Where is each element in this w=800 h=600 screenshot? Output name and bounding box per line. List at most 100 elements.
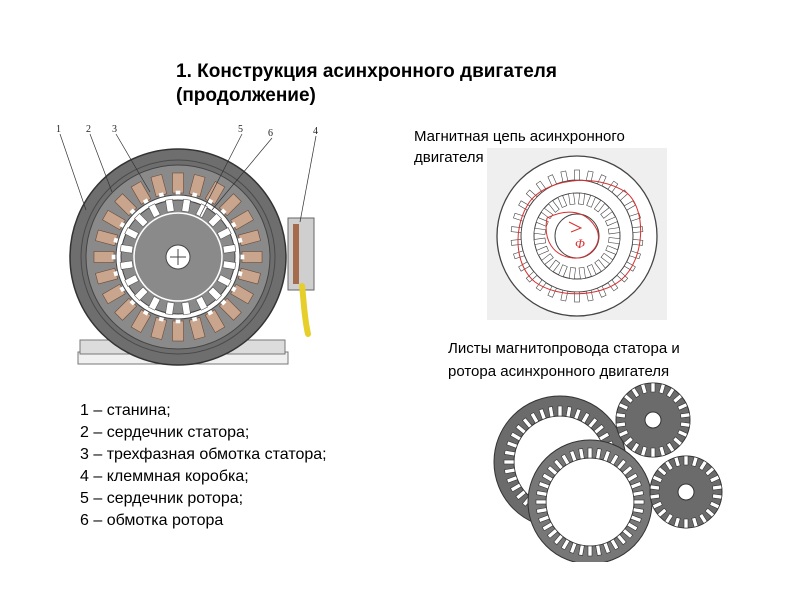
magnetic-rotor-slot xyxy=(568,192,576,205)
terminal-box xyxy=(287,217,315,291)
callout-3: 3 xyxy=(112,124,117,135)
magnetic-rotor-slot xyxy=(536,245,549,256)
rotor-slot xyxy=(119,260,134,270)
lamination-slot xyxy=(560,538,571,551)
legend-item-rotor-winding: 6 – обмотка ротора xyxy=(80,512,224,529)
lamination-slot xyxy=(506,475,518,484)
lamination-slot xyxy=(677,402,688,411)
lamination-slot xyxy=(673,516,681,528)
lamination-slot xyxy=(522,417,533,429)
magnetic-rotor-slot xyxy=(568,267,576,280)
lamination-slot xyxy=(565,406,573,418)
lamination-slot xyxy=(712,493,723,500)
callout-2: 2 xyxy=(86,124,91,135)
magnetic-stator-teeth xyxy=(510,169,644,303)
lamination-slot xyxy=(503,459,515,465)
lamination-slot xyxy=(677,429,688,438)
lamination-slot xyxy=(535,499,547,505)
parts-legend: 1 – станина; 2 – сердечник статора; 3 – … xyxy=(80,400,327,532)
lamination-bore xyxy=(545,457,635,547)
lamination-slot xyxy=(683,518,689,529)
callout-leader-2 xyxy=(89,133,113,193)
magnetic-rotor-slot xyxy=(578,192,586,205)
magnetic-rotor-slot xyxy=(578,267,586,280)
lamination-slot xyxy=(632,490,644,497)
lamination-slot xyxy=(673,456,681,468)
legend-item-rotor-core: 5 – сердечник ротора; xyxy=(80,490,244,507)
lamination-caption-line-1: Листы магнитопровода статора и xyxy=(448,340,680,357)
rotor-slot xyxy=(216,274,232,287)
lamination-slot xyxy=(593,424,605,435)
callout-leader-4 xyxy=(299,135,317,223)
magnetic-stator-slot xyxy=(525,271,538,283)
magnetic-stator-slot xyxy=(623,261,636,272)
lamination-slot xyxy=(683,455,689,466)
magnetic-stator-slot xyxy=(632,226,644,233)
lamination-slot xyxy=(546,465,559,476)
magnetic-rotor-teeth xyxy=(533,192,621,280)
lamination-slot xyxy=(618,402,629,411)
magnetic-rotor-slot xyxy=(608,227,621,235)
lamination-slot xyxy=(630,387,640,398)
callout-leader-5 xyxy=(199,133,243,217)
legend-item-stator-winding: 3 – трехфазная обмотка статора; xyxy=(80,446,327,463)
lamination-slot xyxy=(510,431,522,442)
lamination-slot xyxy=(672,436,683,447)
rotor-slot xyxy=(148,295,161,311)
lamination-slot xyxy=(621,528,634,539)
lamination-slot xyxy=(569,542,578,554)
lamination-slot xyxy=(652,500,663,510)
lamination-slot xyxy=(649,493,660,500)
callout-4: 4 xyxy=(313,126,318,137)
lamination-slot xyxy=(560,453,571,466)
lamination-slot xyxy=(640,383,648,395)
lamination-slot xyxy=(698,460,708,471)
lamination-slot xyxy=(547,406,555,418)
stator-slot xyxy=(241,251,263,263)
lamination-slot xyxy=(529,412,540,424)
lamination-slot xyxy=(666,387,676,398)
magnetic-rotor-slot xyxy=(594,259,606,272)
lamination-slot xyxy=(672,393,683,404)
lamination-caption-line-2: ротора асинхронного двигателя xyxy=(448,363,670,380)
magnetic-rotor-slot xyxy=(605,216,618,227)
rotor-slot xyxy=(148,203,161,219)
lamination-slot xyxy=(709,500,720,510)
flux-arrow xyxy=(568,221,583,233)
lamination-slot xyxy=(510,482,522,493)
rotor-lamination-bottom xyxy=(649,455,723,529)
magnetic-rotor-slot xyxy=(535,217,549,227)
rotor-slot xyxy=(222,244,237,254)
lamination-slot xyxy=(538,481,550,490)
rotor-slot xyxy=(119,244,134,254)
lamination-slot xyxy=(640,445,648,457)
rotor-slot xyxy=(216,227,232,240)
legend-item-frame: 1 – станина; xyxy=(80,402,171,419)
lamination-slot xyxy=(623,393,634,404)
legend-item-stator-core: 2 – сердечник статора; xyxy=(80,424,250,441)
lamination-slot xyxy=(691,456,699,468)
lamination-slot xyxy=(709,474,720,484)
magnetic-stator-slot xyxy=(510,226,522,233)
magnetic-rotor-slot xyxy=(533,227,546,235)
rotor-slot xyxy=(181,301,191,316)
title-line-1: 1. Конструкция асинхронного двигателя xyxy=(176,61,557,82)
rotor-lamination-top xyxy=(615,382,691,458)
lamination-slot xyxy=(504,449,516,457)
lamination-slot xyxy=(623,436,634,447)
magnetic-rotor-slot xyxy=(548,200,560,213)
lamination-slot xyxy=(506,440,518,449)
stator-slot xyxy=(93,251,115,263)
lamination-slot xyxy=(515,424,527,435)
lamination-slot xyxy=(536,490,548,497)
magnetic-stator-slot xyxy=(518,261,531,272)
lamination-slot xyxy=(587,545,593,557)
magnetic-stator-slot xyxy=(585,170,594,183)
magnetic-rotor-slot xyxy=(608,237,621,245)
magnetic-stator-slot xyxy=(513,212,525,222)
lamination-slot xyxy=(698,513,708,524)
legend-item-terminal-box: 4 – клеммная коробка; xyxy=(80,468,249,485)
lamination-shaft-hole xyxy=(677,483,695,501)
rotor-slot xyxy=(207,213,222,228)
magnetic-rotor-slot xyxy=(533,237,546,245)
